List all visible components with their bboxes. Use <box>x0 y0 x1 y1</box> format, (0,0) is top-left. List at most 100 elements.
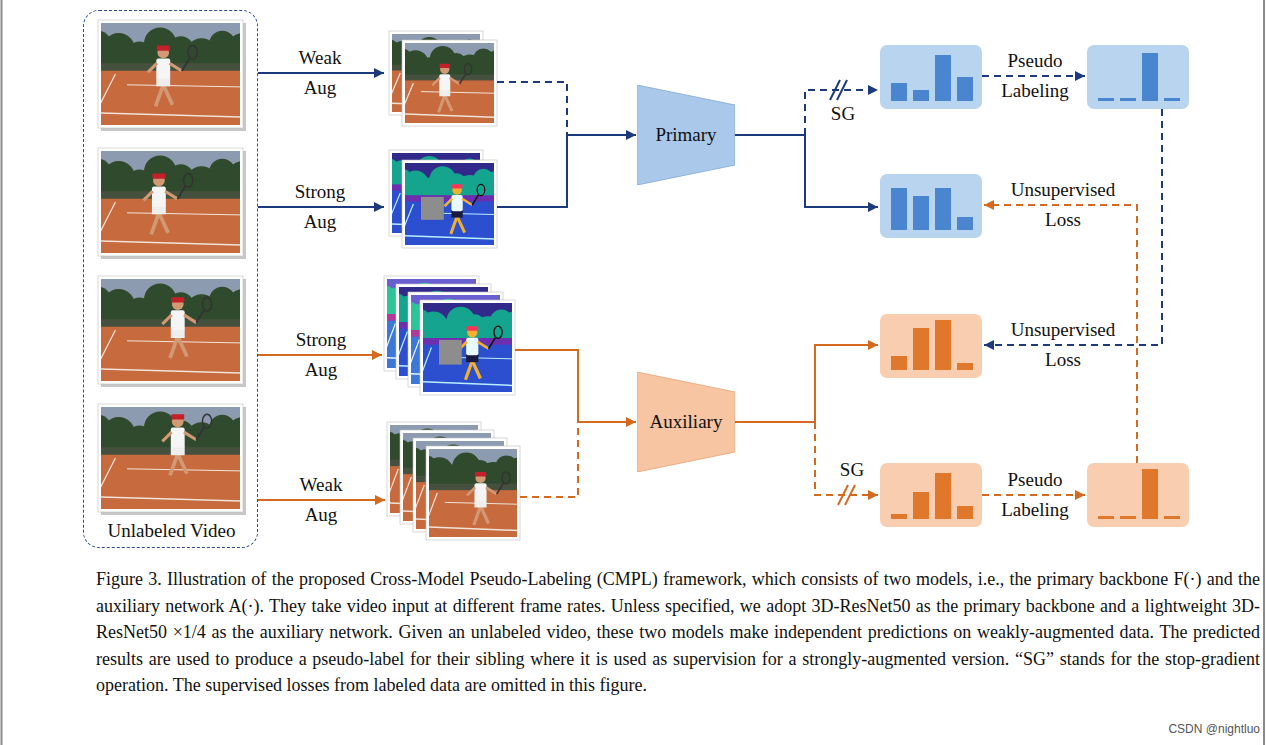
stop-gradient-mark <box>845 485 855 505</box>
video-frame <box>450 78 460 84</box>
video-frame <box>392 73 400 111</box>
prediction-histogram <box>1087 463 1189 527</box>
prediction-histogram <box>880 463 982 527</box>
video-frame <box>467 487 475 495</box>
video-frame <box>143 191 152 200</box>
prediction-histogram <box>957 77 973 101</box>
video-frame <box>148 63 157 72</box>
video-frame <box>405 114 494 117</box>
stop-gradient-label: SG <box>831 99 855 129</box>
video-frame <box>196 427 204 439</box>
prediction-histogram <box>880 45 1189 527</box>
prediction-histogram <box>935 188 951 230</box>
watermark: CSDN @nightluo <box>1168 722 1260 736</box>
flow-arrow <box>735 135 878 207</box>
prediction-histogram <box>913 196 929 230</box>
video-frame <box>451 195 462 211</box>
video-frame <box>163 85 172 105</box>
video-frame <box>156 59 170 79</box>
prediction-histogram <box>957 363 973 370</box>
video-frame <box>464 64 471 75</box>
video-frame <box>472 195 478 205</box>
video-frame <box>392 40 510 132</box>
prediction-histogram <box>880 45 982 109</box>
video-frame <box>101 455 240 509</box>
video-frame <box>475 473 485 483</box>
video-frame <box>101 319 240 328</box>
video-frame <box>390 469 398 511</box>
video-frame <box>466 338 478 356</box>
video-frame <box>101 199 240 253</box>
video-frame <box>429 527 517 531</box>
video-frame <box>439 74 450 90</box>
video-frame <box>439 340 462 365</box>
video-frame <box>152 173 165 178</box>
video-frame <box>405 204 413 244</box>
video-frame <box>171 310 185 330</box>
flow-arrow <box>258 206 384 208</box>
flow-arrow <box>815 422 878 495</box>
prediction-histogram <box>1164 516 1180 519</box>
video-frame <box>152 187 166 207</box>
prediction-histogram <box>913 90 929 101</box>
flow-arrow <box>982 494 1085 496</box>
video-frame <box>452 185 462 195</box>
video-frame <box>101 241 240 245</box>
video-frame <box>101 191 240 200</box>
video-frame <box>188 45 197 59</box>
video-frame <box>502 472 510 484</box>
prediction-histogram <box>1098 516 1114 519</box>
video-frame <box>399 332 407 375</box>
video-frame <box>101 279 240 381</box>
video-frame <box>101 497 240 501</box>
video-frame <box>165 191 177 199</box>
video-frame <box>101 330 115 379</box>
video-frame <box>477 184 485 195</box>
prediction-histogram <box>891 514 907 519</box>
video-frame <box>101 447 240 456</box>
augmentation-label: Weak Aug <box>299 43 342 103</box>
prediction-histogram <box>891 188 907 230</box>
video-frame <box>85 276 259 392</box>
video-frame <box>101 458 115 507</box>
video-frame <box>101 71 240 125</box>
pseudo-label-label: Pseudo Labeling <box>1001 465 1069 525</box>
prediction-histogram <box>935 473 951 519</box>
video-frame <box>101 327 240 381</box>
video-frame <box>85 20 259 136</box>
video-frame <box>429 449 517 537</box>
video-frame <box>184 173 193 187</box>
video-frame <box>184 315 196 323</box>
video-frame <box>445 95 452 111</box>
video-frame <box>452 184 463 188</box>
flow-arrow <box>497 82 567 135</box>
flow-arrow <box>258 73 1162 500</box>
video-frame <box>465 361 472 380</box>
video-frame <box>467 327 477 337</box>
video-frame <box>405 83 413 122</box>
video-frame <box>151 213 159 235</box>
flow-arrow <box>567 134 636 136</box>
loss-label: Unsupervised Loss <box>1011 315 1115 375</box>
video-frame <box>101 151 240 253</box>
video-frame <box>429 490 517 537</box>
video-frame <box>489 338 496 349</box>
video-frame <box>101 202 115 251</box>
prediction-histogram <box>891 83 907 101</box>
stop-gradient-label: SG <box>840 455 864 485</box>
augmentation-label: Weak Aug <box>300 470 343 530</box>
prediction-histogram <box>880 174 982 238</box>
augmentation-label: Strong Aug <box>295 177 346 237</box>
video-frame <box>178 336 187 356</box>
video-frame <box>474 483 486 500</box>
video-frame <box>467 326 478 331</box>
flow-arrow <box>258 354 382 356</box>
video-frame <box>405 201 494 245</box>
video-frame <box>162 432 171 441</box>
input-video-group: Unlabeled Video <box>83 10 258 548</box>
stop-gradient-mark <box>837 80 847 100</box>
video-frame <box>127 85 240 87</box>
video-frame <box>451 216 457 234</box>
